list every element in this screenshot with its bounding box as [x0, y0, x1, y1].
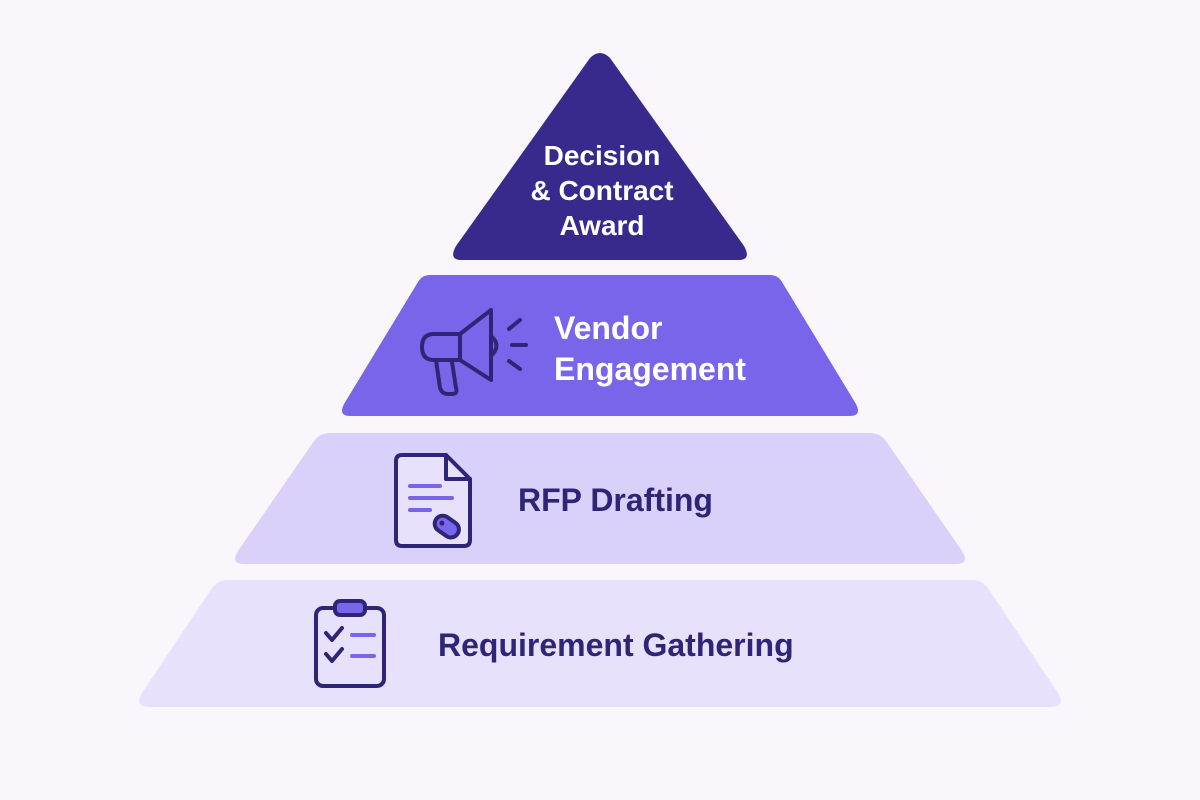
- tier-1-label-line-1: Decision: [544, 140, 661, 171]
- tier-vendor-engagement: Vendor Engagement: [342, 275, 858, 416]
- tier-1-shape: [453, 53, 747, 260]
- clipboard-checklist-icon: [314, 599, 386, 688]
- tier-4-label: Requirement Gathering: [438, 627, 794, 663]
- tier-3-label: RFP Drafting: [518, 482, 713, 518]
- tier-1-label-line-2: & Contract: [530, 175, 673, 206]
- tier-requirement-gathering: Requirement Gathering: [139, 580, 1061, 707]
- tier-decision-contract-award: Decision & Contract Award: [453, 53, 747, 260]
- tier-2-label-line-1: Vendor: [554, 310, 662, 346]
- megaphone-icon: [420, 308, 528, 396]
- document-icon: [394, 453, 472, 548]
- tier-2-label-line-2: Engagement: [554, 351, 746, 387]
- tier-1-label-line-3: Award: [559, 210, 644, 241]
- tier-rfp-drafting: RFP Drafting: [235, 433, 965, 564]
- tier-2-shape: [342, 275, 858, 416]
